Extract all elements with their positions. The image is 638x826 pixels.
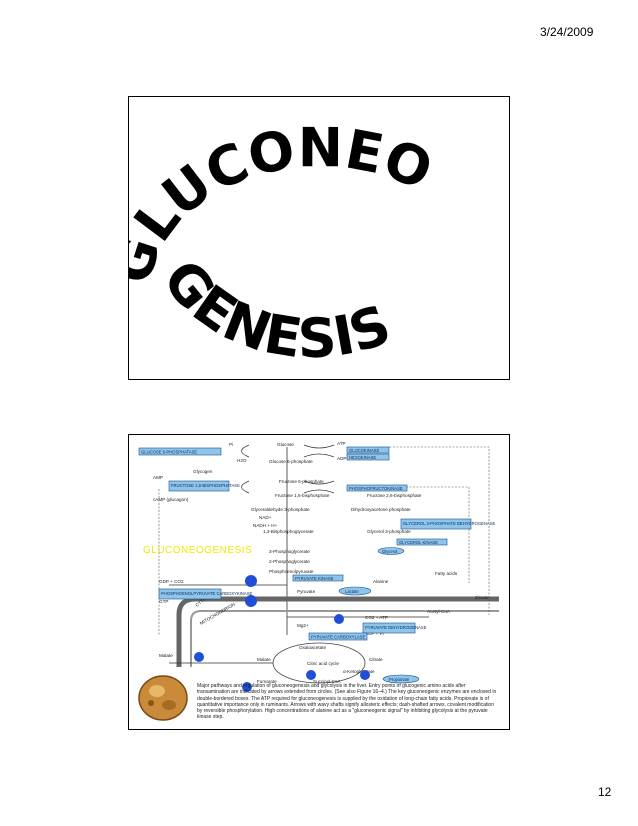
label-acetyl-coa: Acetyl-CoA — [427, 609, 451, 614]
label-succinyl-coa: Succinyl-CoA — [313, 679, 342, 684]
label-adp-pi: ADP + Pi — [365, 631, 384, 636]
svg-text:Lactate: Lactate — [345, 589, 359, 594]
title-arc-bottom: GENESIS — [150, 248, 398, 370]
page-number: 12 — [598, 785, 612, 799]
label-2pg: 2-Phosphoglycerate — [269, 559, 310, 564]
label-fatty-acids: Fatty acids — [435, 571, 458, 576]
enzyme-box-g3pdh: GLYCEROL 3-PHOSPHATE DEHYDROGENASE — [400, 518, 496, 530]
enzyme-box-pk: PYRUVATE KINASE — [292, 574, 344, 582]
overlay-label-gluconeogenesis: GLUCONEOGENESIS — [143, 545, 253, 556]
slide-title-gluconeogenesis: GLUCONEO GENESIS — [128, 96, 510, 380]
svg-text:GLYCEROL KINASE: GLYCEROL KINASE — [399, 540, 438, 545]
label-nadh: NADH + H+ — [253, 523, 278, 528]
label-gtp: GTP — [159, 599, 168, 604]
label-pi: Pi — [229, 442, 233, 447]
label-g6p: Glucose 6-phosphate — [269, 459, 313, 464]
enzyme-box-hexokinase: HEXOKINASE — [346, 453, 390, 461]
svg-text:GLUCOSE 6-PHOSPHATASE: GLUCOSE 6-PHOSPHATASE — [141, 450, 197, 455]
label-co2-atp: CO2 + ATP — [365, 615, 388, 620]
amino-entry-circle — [245, 575, 257, 587]
enzyme-box-pdh: PYRUVATE DEHYDROGENASE — [362, 622, 427, 634]
label-camp: cAMP (glucagon) — [153, 497, 189, 502]
label-oxaloacetate: Oxaloacetate — [299, 645, 327, 650]
label-atp: ATP — [337, 441, 346, 446]
enzyme-box-glucokinase: GLUCOKINASE — [346, 446, 390, 454]
label-f26bp: Fructose 2,6-bisphosphate — [367, 493, 422, 498]
label-malate-mito: Malate — [257, 657, 271, 662]
enzyme-box-g6pase: GLUCOSE 6-PHOSPHATASE — [138, 447, 222, 456]
svg-text:PHOSPHOENOLPYRUVATE CARBOXYKIN: PHOSPHOENOLPYRUVATE CARBOXYKINASE — [161, 591, 253, 596]
label-citrate: Citrate — [369, 657, 383, 662]
label-pyruvate: Pyruvate — [297, 589, 316, 594]
label-amp: AMP — [153, 475, 163, 480]
svg-text:PYRUVATE DEHYDROGENASE: PYRUVATE DEHYDROGENASE — [365, 625, 427, 630]
label-glucose: Glucose — [277, 442, 294, 447]
label-adp: ADP — [337, 456, 346, 461]
label-f6p: Fructose 6-phosphate — [279, 479, 324, 484]
metabolite-propionate: Propionate — [382, 674, 420, 684]
label-glycogen: Glycogen — [193, 469, 213, 474]
label-mitochondrion: MITOCHONDRION — [199, 602, 236, 626]
label-glycerol-3p: Glycerol 3-phosphate — [367, 529, 411, 534]
label-fumarate: Fumarate — [257, 679, 277, 684]
label-gdp-co2: GDP + CO2 — [159, 579, 184, 584]
label-nad: NAD+ — [259, 515, 272, 520]
enzyme-box-glycerol-kinase: GLYCEROL KINASE — [396, 538, 448, 546]
svg-text:PYRUVATE CARBOXYLASE: PYRUVATE CARBOXYLASE — [311, 635, 366, 640]
gluconeogenesis-pathway-figure: Glucose Pi ATP Glucose 6-phosphate H2O A… — [138, 441, 499, 692]
enzyme-box-pepck: PHOSPHOENOLPYRUVATE CARBOXYKINASE — [158, 588, 253, 600]
amino-entry-circle — [334, 614, 344, 624]
label-malate-cyto: Malate — [159, 653, 173, 658]
enzyme-box-fbpase: FRUCTOSE 1,6-BISPHOSPHATASE — [168, 480, 240, 492]
amino-entry-circle — [360, 670, 370, 680]
label-citric-cycle: Citric acid cycle — [307, 661, 339, 666]
svg-text:PYRUVATE KINASE: PYRUVATE KINASE — [295, 576, 334, 581]
enzyme-box-pfk: PHOSPHOFRUCTOKINASE — [346, 484, 408, 492]
amino-entry-circle — [245, 595, 257, 607]
label-pep: Phosphoenolpyruvate — [269, 569, 314, 574]
label-3pg: 3-Phosphoglycerate — [269, 549, 310, 554]
svg-text:HEXOKINASE: HEXOKINASE — [349, 455, 376, 460]
label-alanine: Alanine — [373, 579, 389, 584]
svg-text:GLYCEROL 3-PHOSPHATE DEHYDROGE: GLYCEROL 3-PHOSPHATE DEHYDROGENASE — [403, 521, 496, 526]
label-dhap: Dihydroxyacetone phosphate — [351, 507, 411, 512]
svg-text:FRUCTOSE 1,6-BISPHOSPHATASE: FRUCTOSE 1,6-BISPHOSPHATASE — [171, 483, 240, 488]
circular-title-art: GLUCONEO GENESIS — [129, 116, 441, 370]
decorative-blob-image — [138, 675, 188, 721]
label-a-kg: α-Ketoglutarate — [343, 669, 375, 674]
title-arc-top: GLUCONEO — [129, 116, 441, 291]
label-bpg: 1,3-Bisphosphoglycerate — [263, 529, 314, 534]
label-h2o: H2O — [237, 458, 247, 463]
amino-entry-circle — [306, 670, 316, 680]
slide-pathway-diagram: Glucose Pi ATP Glucose 6-phosphate H2O A… — [128, 434, 510, 730]
figure-caption: Major pathways and regulation of glucone… — [197, 683, 497, 721]
header-date: 3/24/2009 — [540, 25, 594, 39]
amino-entry-circle — [242, 682, 252, 692]
enzyme-box-pc: PYRUVATE CARBOXYLASE — [308, 632, 368, 641]
svg-text:PHOSPHOFRUCTOKINASE: PHOSPHOFRUCTOKINASE — [349, 486, 403, 491]
amino-entry-circle — [194, 652, 204, 662]
metabolite-lactate: Lactate — [338, 586, 372, 596]
svg-text:Propionate: Propionate — [389, 677, 410, 682]
label-g3p: Glyceraldehyde 3-phosphate — [251, 507, 310, 512]
label-f16bp: Fructose 1,6-bisphosphate — [275, 493, 330, 498]
label-citrate-top: Citrate — [475, 595, 489, 600]
label-mg: Mg2+ — [297, 623, 309, 628]
svg-text:Glycerol: Glycerol — [382, 549, 397, 554]
svg-text:GLUCOKINASE: GLUCOKINASE — [349, 448, 379, 453]
metabolite-glycerol: Glycerol — [377, 547, 405, 555]
